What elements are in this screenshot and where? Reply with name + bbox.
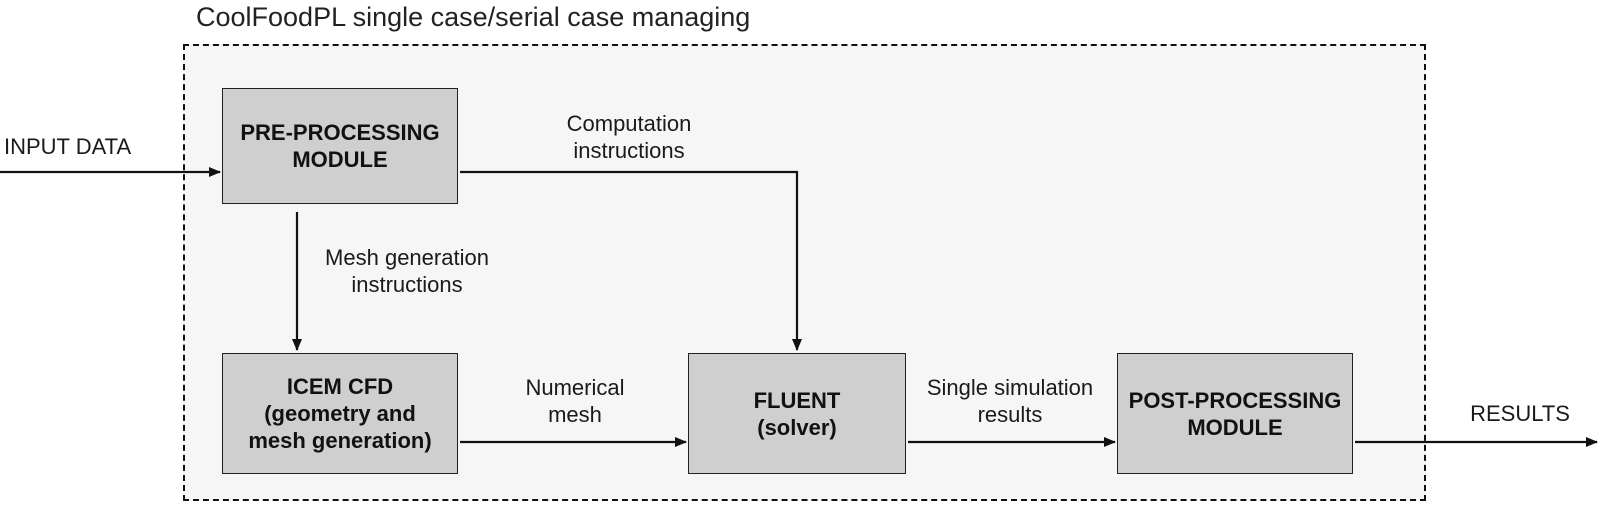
input-data-label: INPUT DATA bbox=[4, 133, 131, 160]
box-label-line: mesh generation) bbox=[248, 428, 432, 453]
computation-instructions-arrow bbox=[460, 170, 802, 351]
box-label-line: ICEM CFD bbox=[286, 374, 394, 399]
mesh-generation-instructions-label: Mesh generation instructions bbox=[300, 244, 514, 298]
box-label-line: POST-PROCESSING bbox=[1128, 387, 1342, 413]
label-line: Mesh generation bbox=[325, 245, 489, 270]
label-line: results bbox=[977, 402, 1043, 427]
diagram-title: CoolFoodPL single case/serial case manag… bbox=[196, 2, 751, 32]
single-simulation-results-label: Single simulation results bbox=[905, 374, 1115, 428]
label-line: INPUT DATA bbox=[4, 134, 132, 159]
label-line: instructions bbox=[351, 272, 463, 297]
label-line: instructions bbox=[573, 138, 685, 163]
box-label-line: FLUENT bbox=[753, 387, 841, 413]
label-line: Numerical bbox=[525, 375, 625, 400]
box-label-line: MODULE bbox=[1187, 414, 1283, 440]
label-line: Computation bbox=[566, 111, 692, 136]
box-label-line: (solver) bbox=[757, 414, 837, 440]
box-label-line: (geometry and bbox=[264, 401, 416, 426]
pre-processing-module-box: PRE-PROCESSING MODULE bbox=[222, 88, 458, 204]
box-label-line: MODULE bbox=[292, 147, 388, 172]
box-label-line: PRE-PROCESSING bbox=[240, 120, 440, 145]
fluent-solver-box: FLUENT (solver) bbox=[688, 353, 906, 474]
post-processing-module-box: POST-PROCESSING MODULE bbox=[1117, 353, 1353, 474]
label-line: Single simulation bbox=[926, 375, 1094, 400]
computation-instructions-label: Computation instructions bbox=[544, 110, 714, 164]
label-line: mesh bbox=[548, 402, 602, 427]
label-line: RESULTS bbox=[1470, 401, 1570, 426]
numerical-mesh-label: Numerical mesh bbox=[500, 374, 650, 428]
icem-cfd-box: ICEM CFD (geometry and mesh generation) bbox=[222, 353, 458, 474]
results-label: RESULTS bbox=[1460, 400, 1580, 427]
